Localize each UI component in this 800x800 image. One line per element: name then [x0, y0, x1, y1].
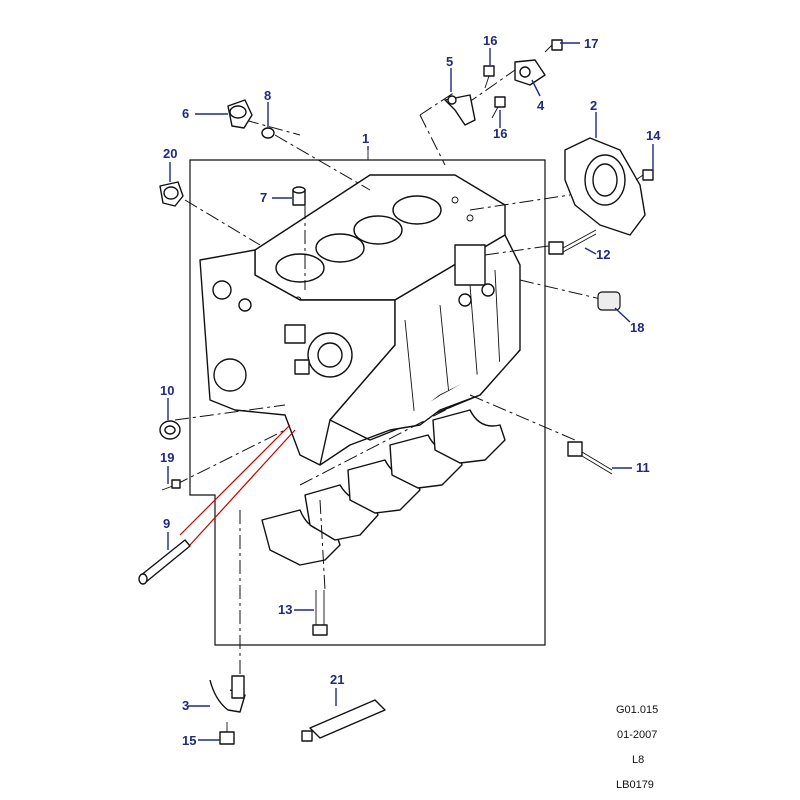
core-plug[interactable]	[227, 99, 253, 129]
callout-10[interactable]: 10	[160, 383, 174, 398]
sealant-tube[interactable]	[301, 699, 386, 742]
callout-6[interactable]: 6	[182, 106, 189, 121]
drain-plug[interactable]	[159, 181, 184, 207]
knock-sensor[interactable]	[514, 59, 546, 86]
pin-19[interactable]	[161, 479, 181, 491]
reference-code: G01.015	[616, 704, 658, 716]
callout-3[interactable]: 3	[182, 698, 189, 713]
callout-20[interactable]: 20	[163, 146, 177, 161]
callout-4[interactable]: 4	[537, 98, 545, 113]
main-bearing-bolt[interactable]	[312, 590, 328, 636]
seal-ring[interactable]	[159, 420, 181, 440]
callout-13[interactable]: 13	[278, 602, 292, 617]
callout-16-lower[interactable]: 16	[493, 126, 507, 141]
callout-12[interactable]: 12	[596, 247, 610, 262]
leader-lines	[167, 42, 654, 741]
sensor-bracket[interactable]	[444, 94, 476, 126]
highlight-line	[189, 429, 296, 546]
oil-pipe[interactable]	[209, 675, 246, 713]
reference-sheet: LB0179	[616, 779, 654, 791]
callout-11[interactable]: 11	[636, 460, 650, 475]
callout-8[interactable]: 8	[264, 88, 271, 103]
block-group-frame	[189, 159, 546, 646]
bolt-17[interactable]	[544, 39, 563, 53]
cylinder-block[interactable]	[199, 174, 521, 466]
main-bearing-caps[interactable]	[261, 409, 506, 566]
callout-18[interactable]: 18	[630, 320, 644, 335]
callout-17[interactable]: 17	[584, 36, 598, 51]
rear-oil-seal-housing[interactable]	[564, 137, 646, 236]
callout-9[interactable]: 9	[163, 516, 170, 531]
callout-7[interactable]: 7	[260, 190, 267, 205]
bolt-11[interactable]	[567, 441, 613, 475]
callout-15[interactable]: 15	[182, 733, 196, 748]
dipstick-tube[interactable]	[138, 539, 191, 585]
callout-5[interactable]: 5	[446, 54, 453, 69]
callout-2[interactable]: 2	[590, 98, 597, 113]
callout-14[interactable]: 14	[646, 128, 661, 143]
callout-16-upper[interactable]: 16	[483, 33, 497, 48]
dowel[interactable]	[292, 186, 306, 206]
bolt-16-upper[interactable]	[483, 65, 495, 89]
bolt-16-lower[interactable]	[491, 96, 506, 119]
bolt-15[interactable]	[219, 722, 235, 745]
stud-12[interactable]	[548, 229, 597, 255]
reference-model: L8	[632, 754, 644, 766]
callout-21[interactable]: 21	[330, 672, 344, 687]
bush[interactable]	[597, 291, 621, 311]
assembly-lines	[174, 69, 606, 680]
reference-date: 01-2007	[617, 729, 657, 741]
washer[interactable]	[261, 127, 275, 139]
bolt-14[interactable]	[635, 169, 654, 181]
callout-19[interactable]: 19	[160, 450, 174, 465]
highlight-line	[179, 424, 291, 536]
callout-1[interactable]: 1	[362, 131, 369, 146]
